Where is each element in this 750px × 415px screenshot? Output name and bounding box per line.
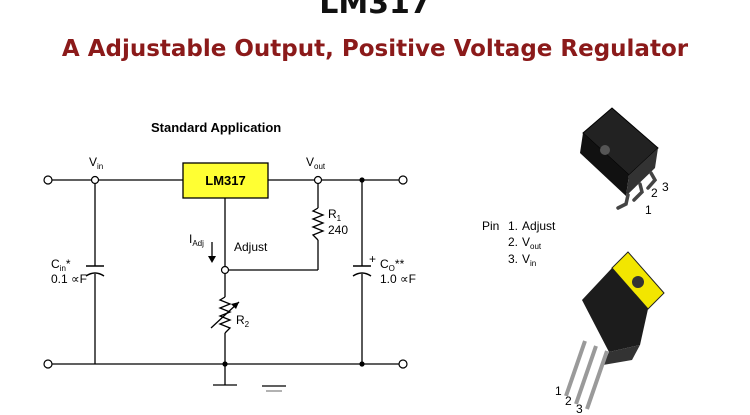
junction-dot (359, 177, 365, 183)
co-capacitor (352, 265, 372, 277)
to220-package: 1 2 3 (555, 251, 665, 415)
vout-node (313, 175, 323, 185)
pin-1: 1.Adjust (508, 219, 556, 233)
cin-name: Cin* (51, 257, 71, 273)
output-ground-terminal (398, 359, 408, 369)
adjust-label: Adjust (234, 240, 268, 254)
ic-label: LM317 (205, 173, 245, 188)
iadj-arrowhead (208, 256, 216, 263)
vout-label: Vout (306, 155, 326, 171)
vin-label: Vin (89, 155, 103, 171)
page-subtitle: A Adjustable Output, Positive Voltage Re… (61, 36, 689, 62)
to220-pin-1: 1 (555, 384, 562, 398)
co-value: 1.0 ∝F (380, 272, 416, 286)
r2-arrowhead (231, 302, 239, 309)
wires (52, 179, 399, 385)
pin-2: 2.Vout (508, 235, 542, 251)
output-terminal (398, 175, 408, 185)
co-name: CO** (380, 257, 405, 273)
cin-value: 0.1 ∝F (51, 272, 87, 286)
r1-resistor (311, 207, 325, 241)
r2-resistor (218, 296, 232, 334)
d2pak-pin-2: 2 (651, 186, 658, 200)
d2pak-package: 1 2 3 (580, 107, 669, 217)
page-title: LM317 (319, 0, 431, 21)
cin-capacitor (85, 265, 105, 277)
to220-pin-2: 2 (565, 394, 572, 408)
vin-node (90, 175, 100, 185)
input-ground-terminal (43, 359, 53, 369)
iadj-label: IAdj (189, 232, 204, 248)
junction-dot (222, 361, 228, 367)
to220-pin-3: 3 (576, 402, 583, 415)
ic-box (182, 162, 269, 199)
pin-prefix: Pin (482, 219, 499, 233)
ground-symbol (213, 384, 286, 392)
adjust-node (220, 265, 230, 275)
d2pak-pin-1: 1 (645, 203, 652, 217)
schematic-heading: Standard Application (151, 120, 281, 135)
r1-name: R1 (328, 207, 342, 223)
junction-dot (359, 361, 365, 367)
r1-value: 240 (328, 223, 348, 237)
input-terminal (43, 175, 53, 185)
pin-list: Pin 1.Adjust 2.Vout 3.Vin (482, 219, 556, 268)
co-polarity: + (369, 252, 376, 266)
terminals (43, 175, 408, 369)
r2-name: R2 (236, 313, 250, 329)
pin-3: 3.Vin (508, 252, 536, 268)
d2pak-pin-3: 3 (662, 180, 669, 194)
